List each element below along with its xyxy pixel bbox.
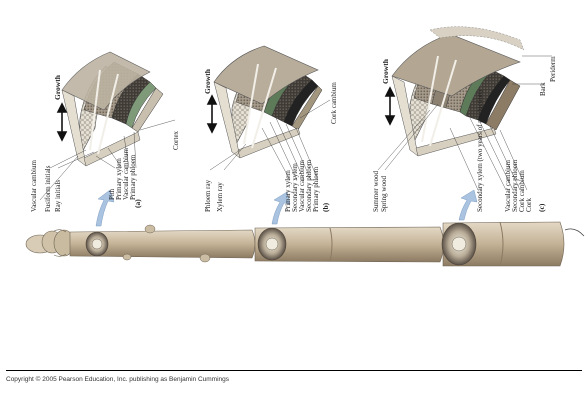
label-b-2: Xylem ray — [216, 182, 224, 212]
label-c-7: Cork — [525, 198, 533, 213]
footer-divider — [6, 370, 582, 371]
wedge-a — [62, 52, 163, 166]
panel-label-b: (b) — [321, 202, 330, 212]
label-c-9: Periderm — [549, 56, 557, 82]
growth-label-c: Growth — [381, 58, 390, 84]
stem-illustration — [26, 222, 584, 266]
growth-label-a: Growth — [53, 74, 62, 100]
panel-label-c: (c) — [537, 203, 546, 212]
label-a-2: Fusiform initials — [44, 165, 52, 212]
label-a-7: Primary phloem — [129, 154, 137, 200]
label-c-3: Secondary xylem (two years of production… — [476, 89, 484, 212]
wedge-b — [214, 46, 322, 158]
label-b-8: Cork cambium — [330, 82, 338, 124]
label-c-2: Spring wood — [380, 176, 388, 212]
terminal-bud — [26, 230, 74, 257]
label-a-3: Ray initials — [54, 180, 62, 212]
copyright-notice: Copyright © 2005 Pearson Education, Inc.… — [6, 376, 229, 383]
arrow-c-icon — [459, 190, 477, 220]
label-c-8: Bark — [539, 82, 547, 96]
label-a-8: Cortex — [172, 130, 180, 150]
label-b-7: Primary phloem — [312, 166, 320, 212]
growth-label-b: Growth — [203, 68, 212, 94]
panel-label-a: (a) — [133, 199, 142, 208]
label-a-1: Vascular cambium — [30, 160, 38, 212]
label-c-1: Summer wood — [372, 170, 380, 212]
label-b-1: Phloem ray — [204, 179, 212, 212]
